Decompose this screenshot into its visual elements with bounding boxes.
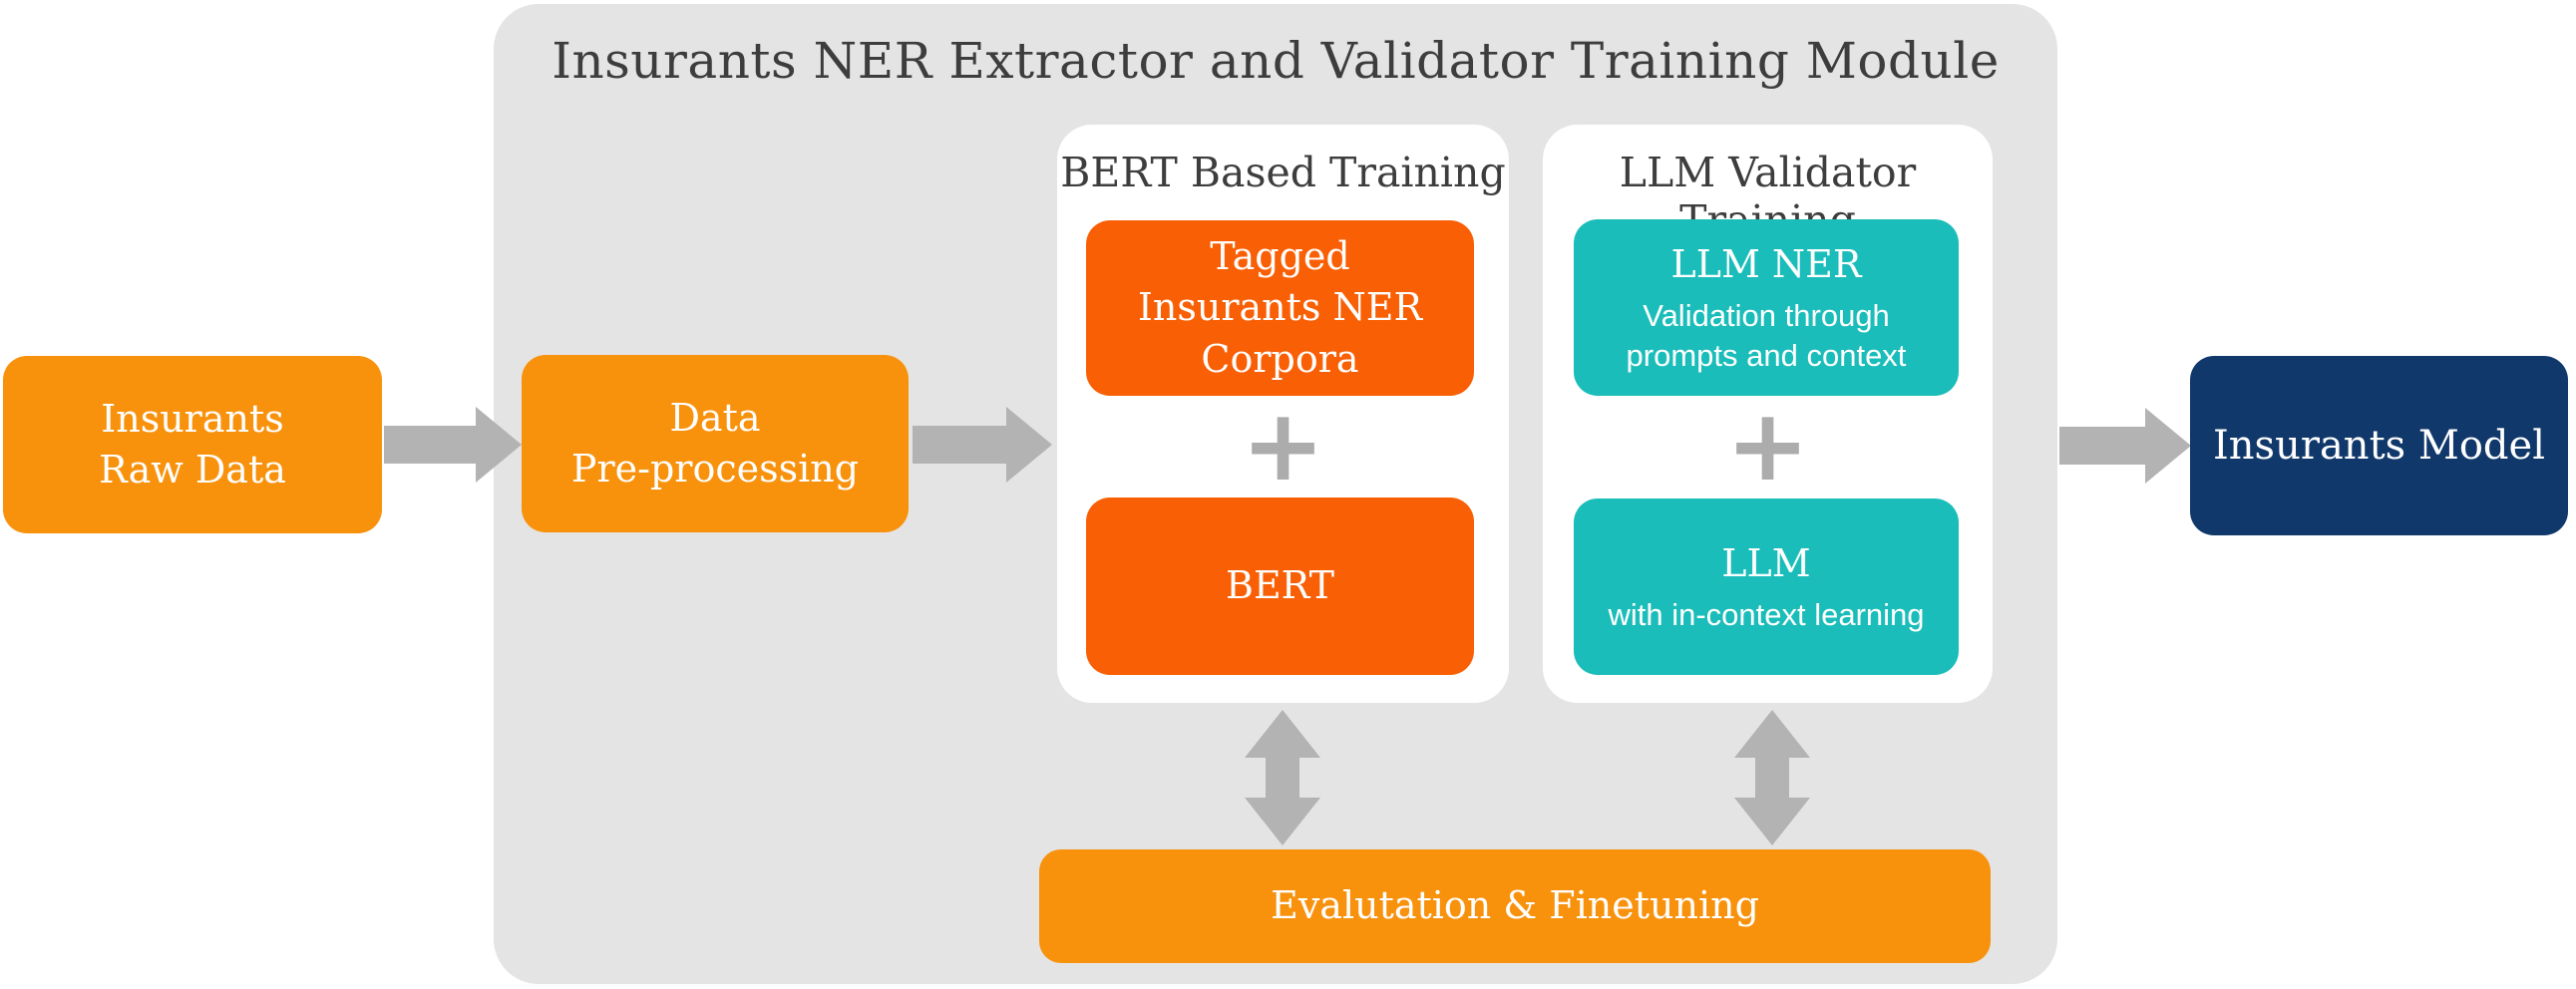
- node-bert: BERT: [1086, 497, 1474, 675]
- node-insurants-raw-data-label: Insurants Raw Data: [99, 396, 286, 492]
- plus-icon: +: [1725, 387, 1810, 503]
- node-llm-subtitle: with in-context learning: [1608, 597, 1925, 632]
- node-llm-title: LLM: [1721, 540, 1811, 585]
- node-insurants-model: Insurants Model: [2190, 356, 2568, 535]
- node-corpora-label: Tagged Insurants NER Corpora: [1137, 234, 1423, 381]
- arrow-shaft: [913, 426, 1007, 464]
- node-insurants-model-label: Insurants Model: [2212, 423, 2545, 469]
- node-data-preprocessing-label: Data Pre-processing: [570, 395, 860, 491]
- node-data-preprocessing: Data Pre-processing: [522, 355, 909, 532]
- arrow-down-icon: [1245, 798, 1320, 845]
- bert-panel-heading: BERT Based Training: [1060, 149, 1506, 196]
- arrow-down-icon: [1734, 798, 1810, 845]
- node-bert-label: BERT: [1226, 563, 1334, 608]
- node-evaluation-label: Evalutation & Finetuning: [1271, 883, 1759, 928]
- arrow-right-icon: [1006, 407, 1052, 483]
- node-tagged-insurants-ner-corpora: Tagged Insurants NER Corpora: [1086, 220, 1474, 396]
- arrow-shaft: [2059, 427, 2146, 465]
- arrow-right-icon: [476, 407, 522, 483]
- plus-icon: +: [1241, 387, 1325, 503]
- node-evaluation-finetuning: Evalutation & Finetuning: [1039, 849, 1991, 963]
- node-insurants-raw-data: Insurants Raw Data: [3, 356, 382, 533]
- arrow-shaft: [384, 426, 477, 464]
- node-llm-in-context: LLM with in-context learning: [1574, 498, 1959, 675]
- node-llm-ner-title: LLM NER: [1670, 241, 1862, 286]
- node-llm-ner-subtitle: Validation through prompts and context: [1626, 297, 1907, 374]
- arrow-right-icon: [2145, 408, 2191, 484]
- bert-training-panel: BERT Based Training Tagged Insurants NER…: [1057, 125, 1509, 703]
- node-llm-ner: LLM NER Validation through prompts and c…: [1574, 219, 1959, 396]
- diagram-title: Insurants NER Extractor and Validator Tr…: [552, 32, 2000, 90]
- llm-validator-panel: LLM Validator Training LLM NER Validatio…: [1543, 125, 1993, 703]
